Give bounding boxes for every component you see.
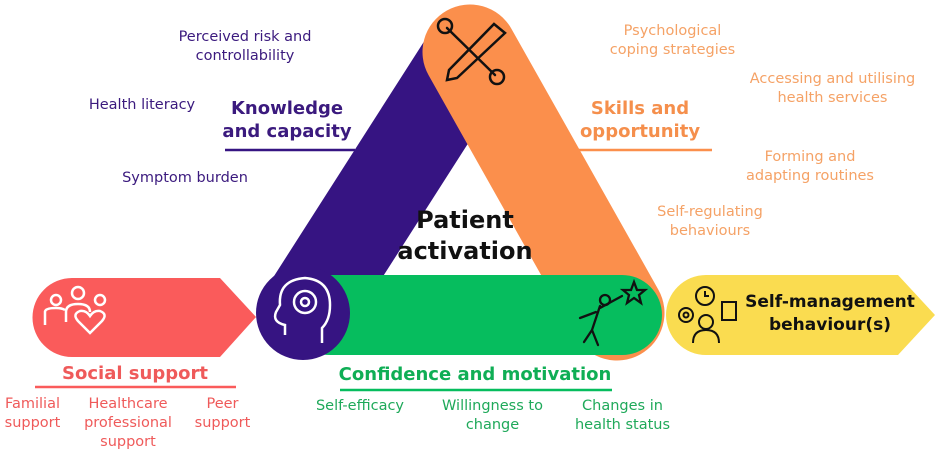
confidence-item: Willingness to change	[442, 398, 543, 433]
center-title: Patient activation	[390, 205, 540, 267]
skills-item: Forming and adapting routines	[746, 149, 874, 184]
center-title-line2: activation	[397, 237, 533, 266]
outcome-line2: behaviour(s)	[768, 314, 891, 335]
outcome-line1: Self-management	[745, 292, 915, 312]
social-item: Familial support	[4, 396, 61, 431]
skills-band	[422, 4, 665, 361]
skills-item: Accessing and utilising health services	[749, 71, 916, 106]
knowledge-item: Health literacy	[88, 97, 196, 113]
tools-icon	[436, 17, 507, 86]
center-title-line1: Patient	[416, 206, 514, 234]
skills-item: Self-regulating behaviours	[657, 204, 763, 239]
confidence-item: Changes in health status	[574, 398, 671, 433]
confidence-item: Self-efficacy	[315, 398, 405, 414]
knowledge-item: Perceived risk and controllability	[178, 29, 312, 64]
people-heart-icon	[43, 285, 107, 335]
social-support-arrow	[32, 278, 257, 357]
knowledge-title: Knowledge and capacity	[222, 97, 352, 144]
self-management-icon	[678, 286, 737, 344]
social-item: Peer support	[194, 396, 251, 431]
knowledge-item: Symptom burden	[122, 170, 248, 186]
skills-item: Psychological coping strategies	[609, 23, 736, 58]
skills-title-line1: Skills and	[590, 98, 690, 119]
head-gear-icon	[273, 276, 332, 343]
self-management-arrow	[666, 275, 935, 355]
social-title: Social support	[62, 363, 208, 384]
skills-title: Skills and opportunity	[575, 97, 705, 144]
skills-title-line2: opportunity	[579, 121, 701, 143]
social-item: Healthcare professional support	[84, 396, 172, 450]
knowledge-title-line2: and capacity	[222, 121, 352, 143]
knowledge-title-line1: Knowledge	[230, 98, 344, 119]
confidence-title: Confidence and motivation	[338, 364, 612, 385]
reach-star-icon	[578, 278, 649, 347]
outcome-label: Self-management behaviour(s)	[735, 291, 925, 337]
